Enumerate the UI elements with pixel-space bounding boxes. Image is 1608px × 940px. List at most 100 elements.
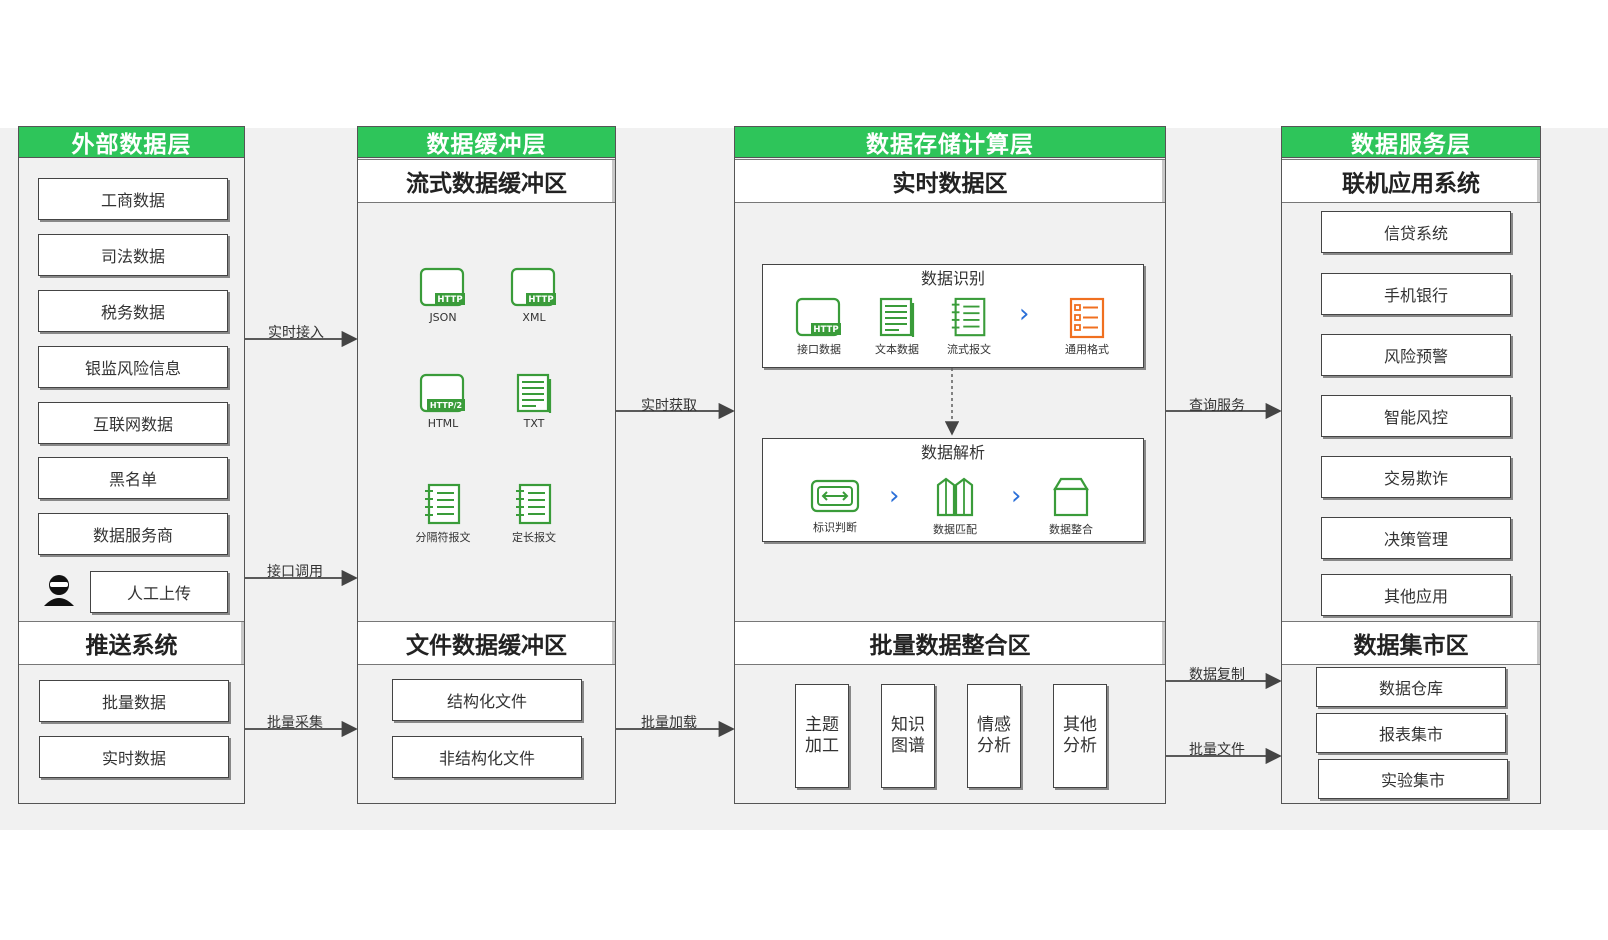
file-item-box: 非结构化文件: [392, 736, 582, 778]
svg-text:HTTP: HTTP: [528, 295, 553, 305]
parsing-label: 数据匹配: [933, 523, 977, 536]
notebook-icon: [516, 483, 552, 525]
data-service-layer: 数据服务层 联机应用系统 信贷系统 手机银行 风险预警 智能风控 交易欺诈 决策…: [1281, 126, 1541, 804]
manual-upload-box: 人工上传: [90, 571, 228, 613]
source-box: 税务数据: [38, 290, 228, 332]
online-app-box: 其他应用: [1321, 574, 1511, 616]
parsing-item: 标识判断: [793, 477, 877, 535]
data-parsing-panel: 数据解析 标识判断 › 数据匹配 ›: [762, 438, 1144, 542]
format-label: JSON: [429, 311, 457, 324]
layer-header-storage: 数据存储计算层: [735, 127, 1165, 158]
recognition-label: 文本数据: [875, 343, 919, 356]
online-app-box: 智能风控: [1321, 395, 1511, 437]
recognition-item: 文本数据: [855, 297, 939, 357]
label-data-copy: 数据复制: [1189, 667, 1245, 683]
http2-icon: HTTP/2: [419, 373, 465, 413]
recognition-label: 通用格式: [1065, 343, 1109, 356]
batch-item-box: 情感分析: [967, 684, 1021, 788]
batch-item-box: 主题加工: [795, 684, 849, 788]
source-box: 互联网数据: [38, 402, 228, 444]
layer-header-buffer: 数据缓冲层: [358, 127, 615, 158]
parsing-item: 数据整合: [1029, 475, 1113, 537]
source-box: 工商数据: [38, 178, 228, 220]
chevron-right-icon: ›: [1019, 299, 1030, 329]
data-recognition-title: 数据识别: [920, 269, 985, 288]
online-app-box: 手机银行: [1321, 273, 1511, 315]
online-system-title: 联机应用系统: [1282, 159, 1540, 203]
online-app-box: 风险预警: [1321, 334, 1511, 376]
data-storage-compute-layer: 数据存储计算层 实时数据区 数据识别 HTTP 接口数据 文本数据: [734, 126, 1166, 804]
svg-text:HTTP/2: HTTP/2: [430, 401, 462, 410]
mart-item-box: 报表集市: [1316, 713, 1506, 753]
data-recognition-panel: 数据识别 HTTP 接口数据 文本数据: [762, 264, 1144, 368]
source-box: 司法数据: [38, 234, 228, 276]
layer-header-service: 数据服务层: [1282, 127, 1540, 158]
notebook-icon: [425, 483, 461, 525]
format-fixed-length: 定长报文: [492, 483, 576, 545]
identify-icon: [810, 479, 860, 513]
label-batch-file: 批量文件: [1189, 742, 1245, 758]
file-buffer-title: 文件数据缓冲区: [358, 621, 615, 665]
box-icon: [1053, 477, 1089, 517]
recognition-item: HTTP 接口数据: [777, 297, 861, 357]
match-icon: [936, 477, 974, 517]
label-realtime-fetch: 实时获取: [641, 398, 697, 414]
svg-text:HTTP: HTTP: [813, 325, 838, 335]
user-icon: [41, 573, 77, 611]
online-app-box: 决策管理: [1321, 517, 1511, 559]
document-icon: [879, 297, 915, 337]
parsing-label: 数据整合: [1049, 523, 1093, 536]
batch-zone-title: 批量数据整合区: [735, 621, 1165, 665]
label-query-service: 查询服务: [1189, 398, 1245, 414]
realtime-zone-title: 实时数据区: [735, 159, 1165, 203]
label-batch-collect: 批量采集: [267, 715, 323, 731]
file-item-box: 结构化文件: [392, 679, 582, 721]
recognition-label: 流式报文: [947, 343, 991, 356]
data-buffer-layer: 数据缓冲层 流式数据缓冲区 HTTP JSON HTTP XML HTTP/2 …: [357, 126, 616, 804]
label-realtime-access: 实时接入: [268, 325, 324, 341]
svg-text:HTTP: HTTP: [437, 295, 462, 305]
online-app-box: 信贷系统: [1321, 211, 1511, 253]
source-box: 银监风险信息: [38, 346, 228, 388]
format-label: HTML: [427, 417, 459, 430]
format-label: 定长报文: [512, 531, 556, 544]
push-item-box: 批量数据: [39, 680, 229, 722]
push-item-box: 实时数据: [39, 736, 229, 778]
notebook-icon: [951, 297, 986, 337]
format-label: TXT: [523, 417, 545, 430]
data-parsing-title: 数据解析: [920, 443, 985, 462]
batch-item-box: 其他分析: [1053, 684, 1107, 788]
layer-header-external: 外部数据层: [19, 127, 244, 158]
format-label: 分隔符报文: [415, 531, 471, 544]
document-icon: [516, 373, 552, 413]
mart-item-box: 数据仓库: [1316, 667, 1506, 707]
online-app-box: 交易欺诈: [1321, 456, 1511, 498]
label-batch-load: 批量加载: [641, 715, 697, 731]
format-txt: TXT: [492, 373, 576, 430]
label-api-call: 接口调用: [267, 564, 323, 580]
list-icon: [1069, 297, 1105, 339]
batch-item-box: 知识图谱: [881, 684, 935, 788]
parsing-item: 数据匹配: [913, 475, 997, 537]
recognition-label: 接口数据: [797, 343, 841, 356]
format-delimited: 分隔符报文: [401, 483, 485, 545]
format-json: HTTP JSON: [401, 267, 485, 324]
data-mart-title: 数据集市区: [1282, 621, 1540, 665]
http-icon: HTTP: [419, 267, 465, 307]
mart-item-box: 实验集市: [1318, 759, 1508, 799]
chevron-right-icon: ›: [1011, 481, 1022, 511]
external-data-layer: 外部数据层 工商数据 司法数据 税务数据 银监风险信息 互联网数据 黑名单 数据…: [18, 126, 245, 804]
source-box: 数据服务商: [38, 513, 228, 555]
push-system-title: 推送系统: [19, 621, 244, 665]
format-label: XML: [522, 311, 546, 324]
parsing-label: 标识判断: [813, 521, 857, 534]
format-html: HTTP/2 HTML: [401, 373, 485, 430]
stream-buffer-title: 流式数据缓冲区: [358, 159, 615, 203]
http-icon: HTTP: [795, 297, 841, 337]
http-icon: HTTP: [510, 267, 556, 307]
format-xml: HTTP XML: [492, 267, 576, 324]
recognition-item: 通用格式: [1045, 297, 1129, 357]
recognition-item: 流式报文: [927, 297, 1011, 357]
source-box: 黑名单: [38, 457, 228, 499]
